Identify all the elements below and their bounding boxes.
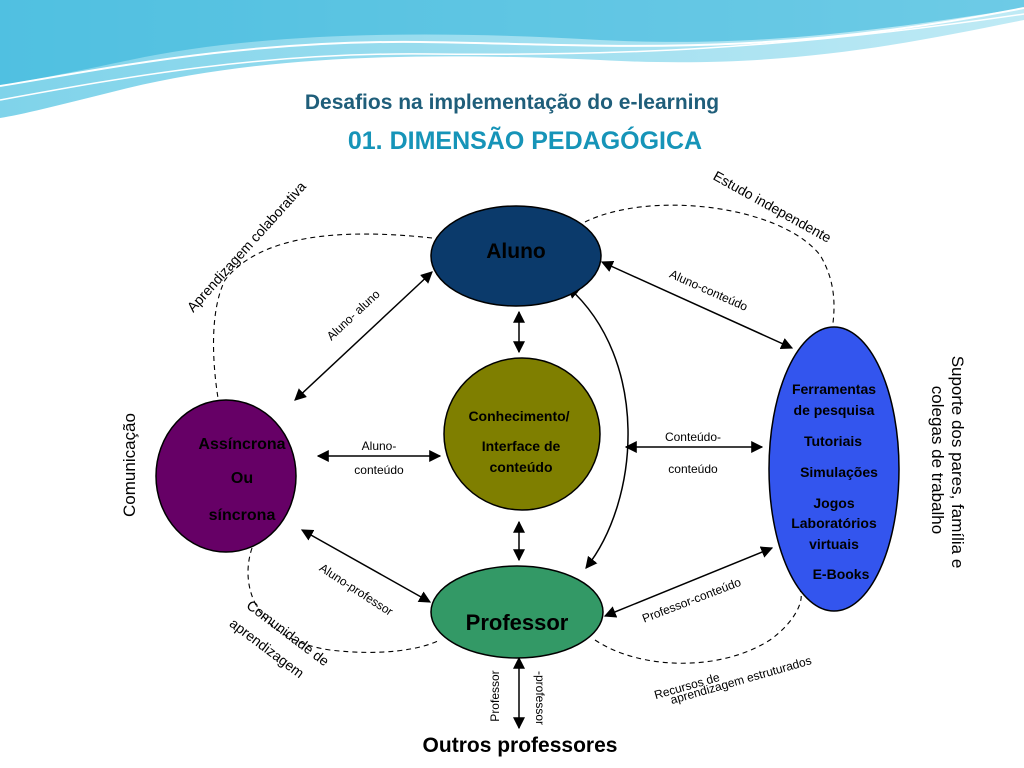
node-conhecimento: [443, 357, 601, 511]
node-comunicacao-line-3: síncrona: [209, 507, 276, 524]
label-suporte-line-2: colegas de trabalho: [928, 386, 947, 534]
node-recursos: [768, 326, 900, 612]
arrow-aluno-recursos: [600, 260, 794, 350]
edge-label-aluno-professor: Aluno-professor: [317, 561, 396, 619]
edge-label-aluno-aluno: Aluno- aluno: [324, 287, 383, 343]
node-recursos-item-5: Jogos: [813, 495, 854, 511]
edge-label-aluno-conteudo-left-1: Aluno-: [362, 439, 397, 453]
edge-label-professor-professor-2: -professor: [533, 671, 547, 725]
node-recursos-item-4: Simulações: [800, 464, 878, 480]
node-aluno: [430, 205, 602, 307]
node-comunicacao-line-2: Ou: [231, 470, 253, 487]
node-conhecimento-line-2: Interface de: [482, 438, 561, 454]
node-professor-label: Professor: [466, 610, 569, 635]
node-recursos-item-6: Laboratórios: [791, 515, 877, 531]
arrow-aluno-professor-curve: [567, 286, 629, 569]
slide-title: Desafios na implementação do e-learning: [305, 91, 719, 114]
label-estudo-independente: Estudo independente: [711, 168, 835, 246]
node-recursos-item-7: virtuais: [809, 536, 859, 552]
arrow-comunicacao-professor: [300, 529, 432, 603]
node-recursos-item-1: Ferramentas: [792, 381, 876, 397]
node-recursos-item-8: E-Books: [813, 566, 870, 582]
header-wave-decoration: [0, 0, 1024, 118]
node-comunicacao-line-1: Assíncrona: [198, 436, 285, 453]
edge-label-conteudo-conteudo-1: Conteúdo-: [665, 430, 721, 444]
node-conhecimento-line-3: conteúdo: [490, 459, 553, 475]
edge-label-aluno-conteudo-top: Aluno-conteúdo: [667, 267, 750, 314]
node-comunicacao: [155, 399, 297, 553]
label-comunicacao: Comunicação: [120, 413, 139, 517]
edge-label-aluno-conteudo-left-2: conteúdo: [354, 463, 404, 477]
node-outros-professores: Outros professores: [423, 734, 618, 757]
slide-subtitle: 01. DIMENSÃO PEDAGÓGICA: [348, 125, 702, 155]
label-aprendizagem-colaborativa: Aprendizagem colaborativa: [184, 178, 310, 315]
edge-label-professor-conteudo: Professor-conteúdo: [640, 575, 743, 626]
node-recursos-item-3: Tutoriais: [804, 433, 862, 449]
node-aluno-label: Aluno: [486, 240, 545, 263]
edge-label-professor-professor-1: Professor: [488, 670, 502, 721]
arrow-professor-recursos: [603, 546, 774, 618]
arrows: [294, 260, 794, 730]
edge-label-conteudo-conteudo-2: conteúdo: [668, 462, 718, 476]
node-conhecimento-line-1: Conhecimento/: [468, 408, 569, 424]
arrow-aluno-aluno: [294, 271, 433, 401]
node-professor: [430, 565, 604, 659]
node-recursos-item-2: de pesquisa: [794, 402, 875, 418]
dashed-boundary: [212, 204, 835, 664]
label-suporte-line-1: Suporte dos pares, família e: [948, 356, 967, 569]
